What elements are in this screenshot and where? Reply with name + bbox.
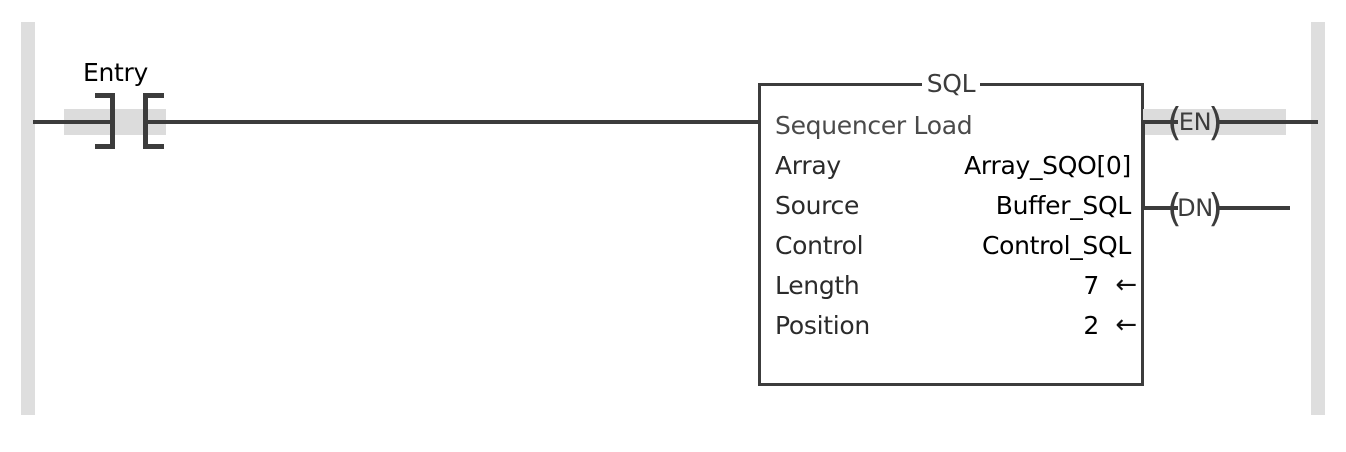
sql-operand-value-control[interactable]: Control_SQL — [981, 230, 1131, 260]
en-coil-paren-left: ( — [1167, 100, 1182, 144]
entry-contact-foot-bottom-right — [148, 144, 164, 149]
sql-operand-name-length: Length — [775, 270, 860, 300]
wire-sql-to-dn-coil — [1143, 206, 1178, 210]
entry-contact-foot-top-left — [95, 93, 111, 98]
sql-operand-row-source[interactable]: Source Buffer_SQL — [775, 188, 1131, 222]
dn-coil-paren-right: ) — [1208, 186, 1223, 230]
wire-output-branch-vertical — [1141, 120, 1145, 208]
wire-sql-to-en-coil — [1143, 120, 1178, 124]
position-control-arrow-icon: ← — [1115, 310, 1137, 340]
length-control-arrow-icon: ← — [1115, 270, 1137, 300]
sql-operand-value-source[interactable]: Buffer_SQL — [995, 190, 1132, 220]
sql-operand-row-control[interactable]: Control Control_SQL — [775, 228, 1131, 262]
sql-operand-value-array[interactable]: Array_SQO[0] — [964, 150, 1131, 180]
right-power-rail — [1311, 22, 1325, 415]
dn-coil-paren-left: ( — [1167, 186, 1182, 230]
entry-contact-bar-left — [110, 93, 115, 149]
wire-entry-to-sql-block — [147, 120, 761, 124]
wire-rail-to-entry — [33, 120, 113, 124]
entry-contact-bar-right — [143, 93, 148, 149]
entry-contact-foot-bottom-left — [95, 144, 111, 149]
dn-coil-label: DN — [1177, 194, 1213, 222]
en-coil[interactable]: ( EN ) — [1167, 98, 1223, 146]
sql-description-label: Sequencer Load — [775, 110, 973, 140]
sql-operand-value-position[interactable]: 2 — [1083, 310, 1099, 340]
en-coil-paren-right: ) — [1208, 100, 1223, 144]
sql-operand-name-source: Source — [775, 190, 860, 220]
sql-operand-name-control: Control — [775, 230, 864, 260]
sql-instruction-block[interactable]: Sequencer Load Array Array_SQO[0] Source… — [758, 83, 1144, 386]
sql-operand-name-array: Array — [775, 150, 841, 180]
sql-description-row: Sequencer Load — [775, 108, 1131, 142]
entry-tag-label: Entry — [83, 58, 149, 87]
sql-operand-name-position: Position — [775, 310, 870, 340]
sql-operand-row-position[interactable]: Position 2 — [775, 308, 1105, 342]
dn-coil[interactable]: ( DN ) — [1167, 184, 1223, 232]
en-coil-label: EN — [1178, 108, 1212, 136]
sql-operand-value-length[interactable]: 7 — [1083, 270, 1099, 300]
entry-contact-foot-top-right — [148, 93, 164, 98]
left-power-rail — [21, 22, 35, 415]
wire-en-coil-to-rail — [1218, 120, 1318, 124]
wire-dn-coil-trailing — [1218, 206, 1290, 210]
sql-operand-row-array[interactable]: Array Array_SQO[0] — [775, 148, 1131, 182]
sql-operand-row-length[interactable]: Length 7 — [775, 268, 1105, 302]
